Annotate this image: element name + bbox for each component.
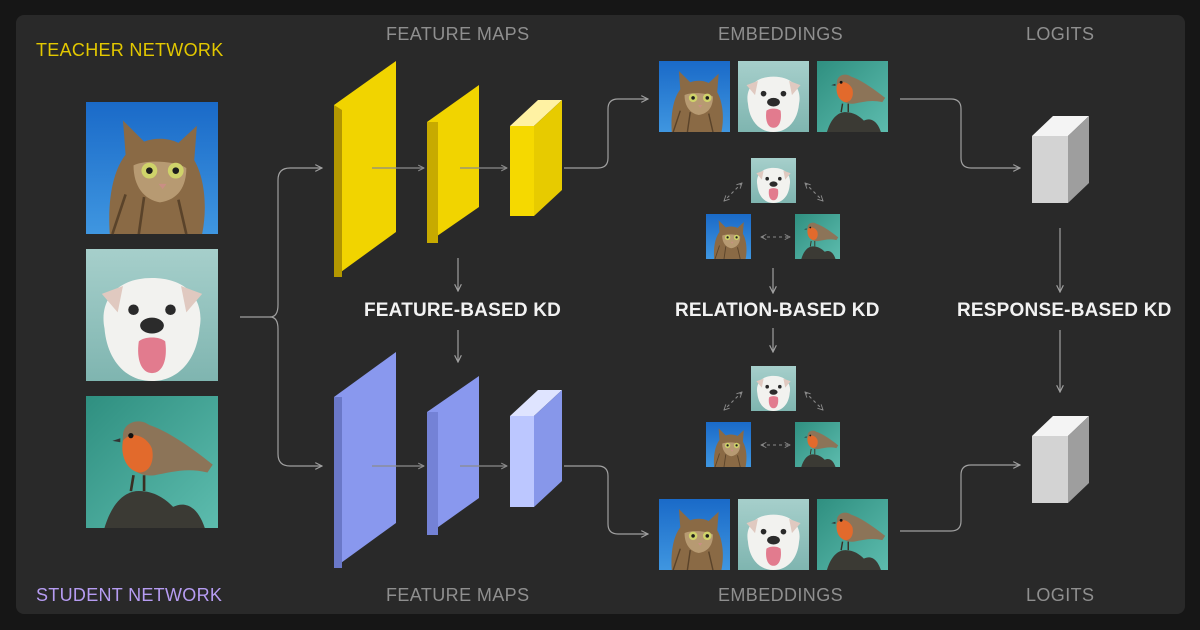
teacher-feature-maps-header: FEATURE MAPS xyxy=(386,24,530,44)
teacher-embedding-bulldog xyxy=(738,61,809,132)
student-feature-map-1 xyxy=(334,352,396,568)
student-to-embeddings-arrow xyxy=(564,465,648,534)
student-embedding-cat xyxy=(659,499,730,570)
input-image-cat xyxy=(86,101,218,235)
response-based-kd-label: RESPONSE-BASED KD xyxy=(957,300,1172,321)
student-relation-triangle xyxy=(706,366,840,467)
input-branch-connector xyxy=(240,168,322,466)
feature-based-kd-label: FEATURE-BASED KD xyxy=(364,300,562,321)
student-embedding-robin xyxy=(817,499,888,570)
teacher-feature-map-2 xyxy=(427,85,479,243)
student-embedding-bulldog xyxy=(738,499,809,570)
student-logits-box xyxy=(1032,416,1089,503)
input-image-robin xyxy=(86,395,218,529)
student-to-logits-arrow xyxy=(900,465,1020,532)
teacher-logits-header: LOGITS xyxy=(1026,24,1095,44)
student-logits-header: LOGITS xyxy=(1026,585,1095,605)
teacher-to-logits-arrow xyxy=(900,98,1020,168)
student-embeddings-header: EMBEDDINGS xyxy=(718,585,844,605)
teacher-embedding-robin xyxy=(817,61,888,132)
teacher-logits-box xyxy=(1032,116,1089,203)
relation-based-kd-label: RELATION-BASED KD xyxy=(675,300,880,321)
student-network-label: STUDENT NETWORK xyxy=(36,585,223,605)
teacher-feature-map-1 xyxy=(334,61,396,277)
student-feature-maps-header: FEATURE MAPS xyxy=(386,585,530,605)
teacher-feature-map-3 xyxy=(510,100,562,216)
teacher-embeddings-header: EMBEDDINGS xyxy=(718,24,844,44)
teacher-network-label: TEACHER NETWORK xyxy=(36,40,224,60)
teacher-to-embeddings-arrow xyxy=(564,99,648,169)
teacher-relation-triangle xyxy=(706,158,840,259)
student-feature-map-2 xyxy=(427,376,479,535)
input-image-bulldog xyxy=(86,249,218,381)
student-feature-map-3 xyxy=(510,390,562,507)
teacher-embedding-cat xyxy=(659,61,730,132)
